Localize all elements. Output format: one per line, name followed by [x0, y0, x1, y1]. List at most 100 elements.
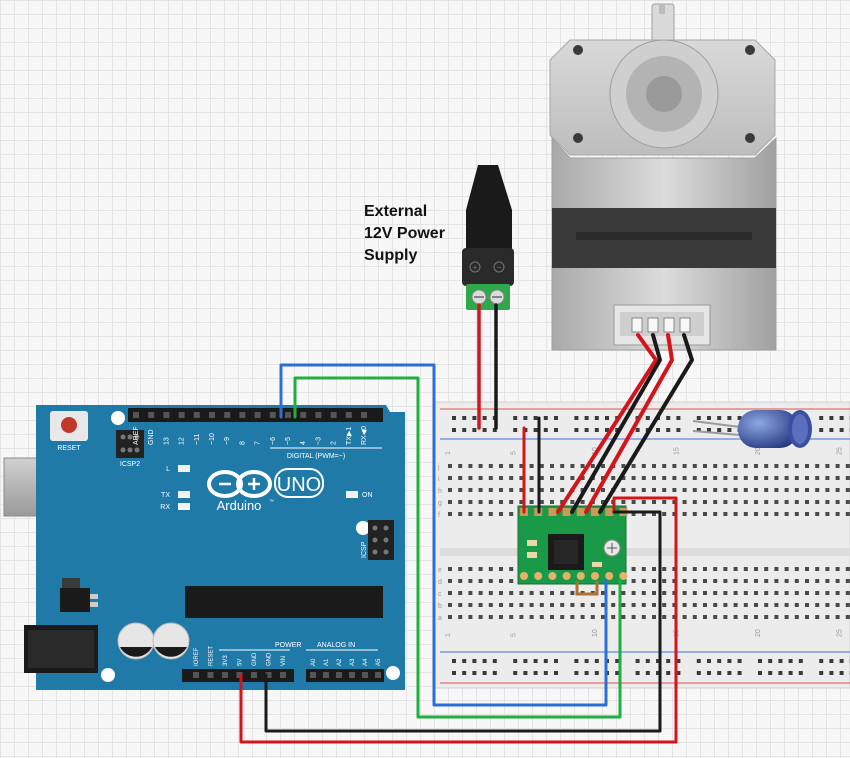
power-pin-label: 3V3	[223, 655, 229, 666]
breadboard-row-letter: a	[438, 615, 442, 622]
driver-pin	[576, 508, 585, 516]
svg-text:−: −	[497, 263, 502, 272]
wire-motor-red-1	[556, 333, 658, 514]
digital-header-pins	[133, 412, 367, 418]
atmega-chip	[185, 586, 383, 618]
tx-led-label: TX	[161, 492, 170, 499]
header-pin	[251, 672, 257, 678]
l-led	[178, 465, 190, 472]
icsp2-header	[116, 430, 144, 458]
breadboard-col-number: 20	[755, 629, 762, 637]
digital-pin-label: ~11	[194, 434, 201, 445]
mounting-hole	[111, 411, 125, 425]
caption-line-2: 12V Power	[364, 225, 445, 242]
breadboard-col-number: 15	[673, 447, 680, 455]
wire-motor-black-2	[598, 333, 694, 514]
digital-pin-label: 12	[179, 437, 186, 445]
driver-pin	[591, 508, 599, 516]
driver-pin	[619, 572, 628, 580]
header-pin	[193, 412, 200, 418]
power-pin-label: 5V	[238, 659, 244, 666]
analog-in-label: ANALOG IN	[317, 642, 355, 649]
arduino-brand-label: Arduino	[217, 498, 262, 513]
uno-label: UNO	[277, 474, 321, 496]
motor-screw	[745, 45, 755, 55]
power-pin-label: GND	[267, 652, 273, 666]
wire-5v-red	[239, 496, 678, 744]
digital-pin-label: TX▶1	[346, 427, 353, 445]
header-pin	[207, 672, 214, 678]
electrolytic-capacitor	[692, 410, 812, 448]
header-pin	[310, 672, 316, 678]
breadboard-row-letter: j	[437, 464, 440, 471]
power-label: POWER	[275, 642, 301, 649]
analog-pin-label: A1	[324, 658, 330, 666]
breadboard-center-channel	[440, 548, 850, 556]
breadboard-col-number: 1	[445, 451, 452, 455]
rx-led	[178, 503, 190, 510]
digital-pin-label: RX◀0	[361, 426, 368, 445]
breadboard-row-letter: h	[438, 488, 442, 495]
analog-pin-label: A3	[350, 658, 356, 666]
header-pin	[349, 672, 355, 678]
wire-gnd-black	[264, 510, 662, 733]
power-pin-label: VIN	[281, 656, 287, 666]
analog-pin-label: A2	[337, 658, 343, 666]
header-pin	[362, 672, 368, 678]
analog-header	[306, 669, 384, 682]
digital-pin-label: ~3	[315, 437, 322, 445]
svg-text:+: +	[473, 263, 478, 272]
breadboard-col-number: 10	[592, 629, 599, 637]
mounting-hole	[356, 521, 370, 535]
icsp2-label: ICSP2	[120, 461, 140, 468]
digital-pin-label: 4	[300, 441, 307, 445]
header-pin	[209, 412, 215, 418]
driver-pin	[548, 508, 557, 516]
on-led-label: ON	[362, 492, 373, 499]
digital-pin-label: AREF	[133, 426, 140, 445]
driver-jumper	[575, 581, 599, 596]
digital-pin-label: GND	[148, 429, 155, 445]
header-pin	[361, 412, 367, 418]
icsp-header	[368, 520, 394, 560]
header-pin	[345, 412, 352, 418]
mounting-hole	[101, 668, 115, 682]
l-led-label: L	[166, 466, 170, 473]
header-pin	[254, 412, 261, 418]
digital-pin-label: 13	[163, 437, 170, 445]
arduino-pcb	[36, 405, 405, 690]
power-pin-label: GND	[252, 652, 258, 666]
analog-pin-label: A4	[363, 658, 369, 666]
wire-blue-step	[279, 363, 608, 707]
wire-green-dir	[293, 376, 622, 719]
power-pin-label: RESET	[209, 646, 215, 666]
digital-pin-label: ~10	[209, 433, 216, 445]
header-pin	[285, 412, 291, 418]
header-pin	[300, 412, 307, 418]
dc-power-jack: + −	[462, 165, 514, 310]
digital-pin-label: 2	[331, 441, 338, 445]
breadboard-col-number: 25	[837, 629, 844, 637]
header-pin	[224, 412, 231, 418]
digital-pin-label: 8	[239, 441, 246, 445]
board-capacitor	[117, 622, 155, 660]
header-pin	[222, 672, 228, 678]
a4988-stepper-driver	[517, 505, 628, 596]
header-pin	[375, 672, 381, 678]
header-pin	[330, 412, 337, 418]
digital-pin-label: 7	[255, 441, 262, 445]
header-pin	[323, 672, 329, 678]
caption-line-3: Supply	[364, 247, 418, 264]
driver-pin	[562, 508, 571, 516]
driver-pin	[591, 572, 599, 580]
board-capacitor	[152, 622, 190, 660]
header-pin	[133, 412, 139, 418]
mounting-hole	[386, 666, 400, 680]
breadboard-col-number: 5	[510, 633, 517, 637]
wire-motor-black-1	[570, 333, 662, 514]
rx-led-label: RX	[160, 504, 170, 511]
breadboard-col-number: 20	[755, 447, 762, 455]
header-pin	[315, 412, 322, 418]
